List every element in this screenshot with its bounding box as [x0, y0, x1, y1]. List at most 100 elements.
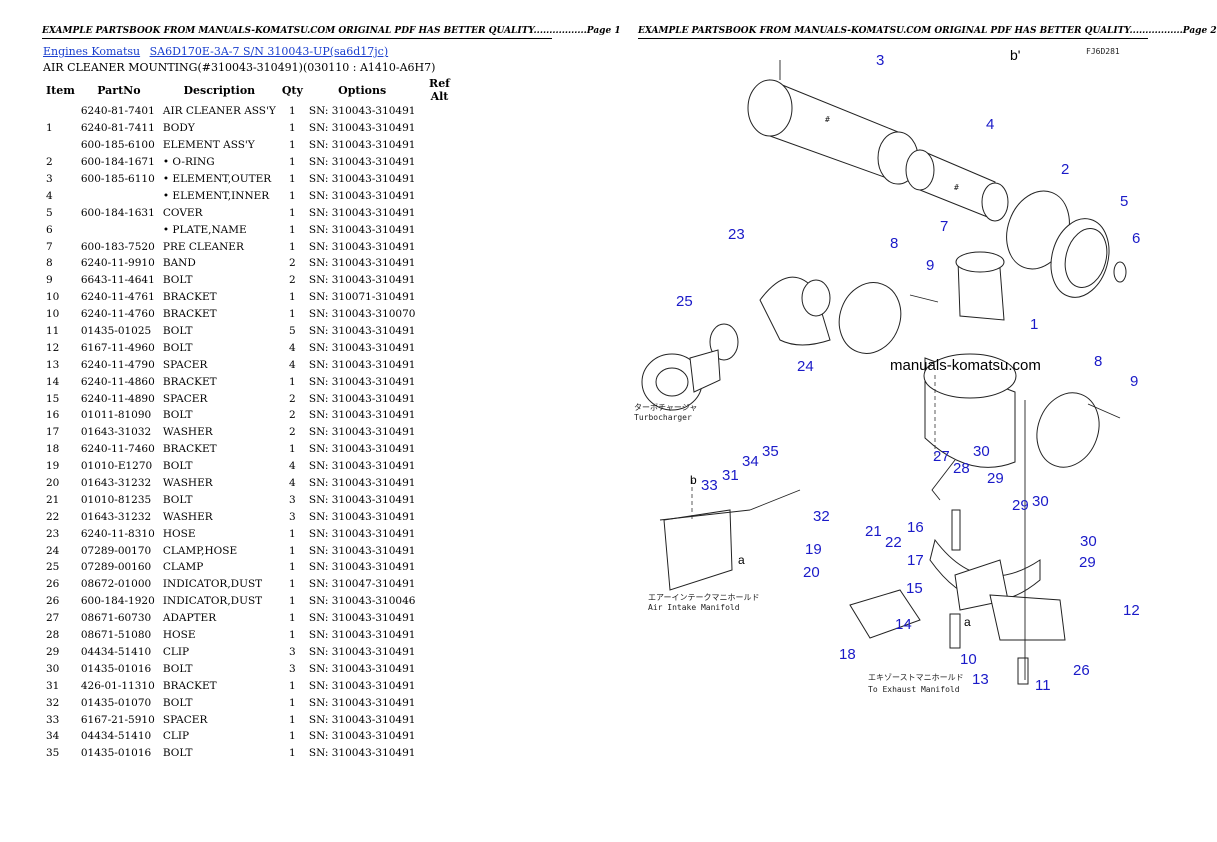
item-cell: 12 [46, 341, 60, 354]
description-cell: BAND [162, 257, 196, 270]
page-header-right: EXAMPLE PARTSBOOK FROM MANUALS-KOMATSU.C… [638, 26, 1217, 39]
options-cell: SN: 310043-310491 [308, 257, 416, 270]
diagram-code: FJ6D281 [1086, 47, 1120, 56]
qty-cell: 1 [289, 612, 296, 625]
item-cell: 16 [46, 409, 60, 422]
ref-alt-cell [418, 593, 460, 610]
partno-cell: 6240-11-4890 [80, 392, 155, 405]
qty-cell: 1 [289, 139, 296, 152]
qty-cell: 1 [289, 561, 296, 574]
ref-alt-cell [418, 221, 460, 238]
page-header-left: EXAMPLE PARTSBOOK FROM MANUALS-KOMATSU.C… [42, 26, 621, 39]
options-cell: SN: 310043-310491 [308, 645, 416, 658]
breadcrumb-link-model[interactable]: SA6D170E-3A-7 S/N 310043-UP(sa6d17jc) [149, 45, 389, 58]
ref-alt-cell [418, 424, 460, 441]
label-a-2: a [964, 615, 971, 629]
ref-alt-cell [418, 103, 460, 120]
parts-table: Item PartNo Description Qty Options Ref … [43, 77, 460, 762]
qty-cell: 1 [289, 122, 296, 135]
description-cell: BRACKET [162, 308, 217, 321]
column-header-qty: Qty [281, 83, 303, 97]
callout-18: 18 [839, 646, 856, 663]
description-cell: BODY [162, 122, 195, 135]
item-cell: 31 [46, 679, 60, 692]
options-cell: SN: 310043-310491 [308, 341, 416, 354]
callout-12: 12 [1123, 602, 1140, 619]
description-cell: BOLT [162, 325, 193, 338]
partno-cell: 600-184-1671 [80, 156, 155, 169]
description-cell: BOLT [162, 662, 193, 675]
qty-cell: 1 [289, 189, 296, 202]
partno-cell: 6240-11-4760 [80, 308, 155, 321]
partno-cell: 04434-51410 [80, 730, 152, 743]
description-cell: WASHER [162, 477, 213, 490]
partno-cell: 01010-E1270 [80, 460, 153, 473]
ref-alt-cell [418, 204, 460, 221]
callout-22: 22 [885, 534, 902, 551]
options-cell: SN: 310043-310491 [308, 156, 416, 169]
ref-alt-cell [418, 677, 460, 694]
callout-19: 19 [805, 541, 822, 558]
callout-11: 11 [1035, 677, 1051, 694]
callout-30c: 30 [1080, 533, 1097, 550]
item-cell: 26 [46, 595, 60, 608]
partno-cell: 6240-11-4860 [80, 375, 155, 388]
qty-cell: 1 [289, 730, 296, 743]
description-cell: COVER [162, 206, 203, 219]
description-cell: SPACER [162, 358, 208, 371]
qty-cell: 4 [289, 460, 296, 473]
options-cell: SN: 310043-310491 [308, 510, 416, 523]
ref-alt-cell [418, 475, 460, 492]
partno-cell: 6240-11-4761 [80, 291, 155, 304]
partno-cell [78, 187, 160, 204]
ref-alt-cell [418, 272, 460, 289]
callout-26: 26 [1073, 662, 1090, 679]
item-cell: 34 [46, 730, 60, 743]
turbo-label-jp: ターボチャージャ [634, 403, 697, 412]
partno-cell: 6240-11-4790 [80, 358, 155, 371]
band-drawing-lower [1036, 392, 1100, 468]
cover-drawing [1050, 218, 1110, 298]
table-header-row: Item PartNo Description Qty Options Ref … [43, 77, 460, 103]
item-cell: 11 [46, 325, 60, 338]
ref-alt-cell [418, 660, 460, 677]
ref-alt-cell [418, 491, 460, 508]
description-cell: SPACER [162, 713, 208, 726]
qty-cell: 3 [289, 662, 296, 675]
description-cell: BRACKET [162, 291, 217, 304]
svg-text:#: # [954, 183, 959, 192]
ref-alt-cell [418, 356, 460, 373]
callout-27: 27 [933, 448, 950, 465]
description-cell: CLIP [162, 645, 190, 658]
callout-29c: 29 [1079, 554, 1096, 571]
intake-label-jp: エアーインテークマニホールド [648, 593, 760, 602]
options-cell: SN: 310043-310491 [308, 662, 416, 675]
qty-cell: 3 [289, 493, 296, 506]
description-cell: BRACKET [162, 443, 217, 456]
item-cell: 19 [46, 460, 60, 473]
item-cell: 33 [46, 713, 60, 726]
item-cell: 8 [46, 257, 53, 270]
ref-alt-cell [418, 154, 460, 171]
item-cell: 18 [46, 443, 60, 456]
item-cell: 23 [46, 527, 60, 540]
description-cell: BOLT [162, 274, 193, 287]
item-cell: 10 [46, 308, 60, 321]
options-cell: SN: 310043-310491 [308, 240, 416, 253]
column-header-partno: PartNo [97, 83, 141, 97]
breadcrumb-link-engines[interactable]: Engines Komatsu [43, 45, 141, 58]
ref-alt-cell [418, 238, 460, 255]
item-cell: 29 [46, 645, 60, 658]
ref-alt-cell [418, 610, 460, 627]
callout-31: 31 [722, 467, 739, 484]
qty-cell: 3 [289, 645, 296, 658]
